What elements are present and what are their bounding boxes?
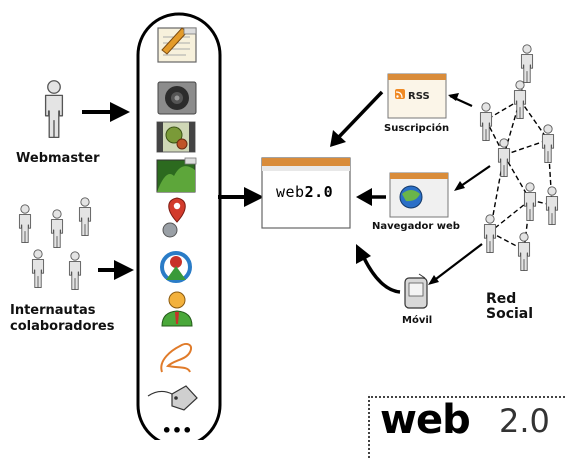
notepad-icon xyxy=(157,27,197,63)
user-avatar-icon xyxy=(161,291,193,327)
label-internautas-line2: colaboradores xyxy=(10,319,115,334)
tag-icon xyxy=(147,385,198,411)
mobile-phone-icon xyxy=(404,273,428,309)
more-dots: ••• xyxy=(162,421,193,440)
arrow-rss-to-web20 xyxy=(330,90,384,147)
web20-screen xyxy=(261,157,351,229)
webmaster-person-icon xyxy=(44,80,64,139)
arrow-webmaster-to-tools xyxy=(82,102,130,122)
label-webmaster: Webmaster xyxy=(16,151,100,166)
arrow-social-to-browser xyxy=(454,165,491,191)
label-suscripcion: Suscripción xyxy=(384,123,450,134)
blogger-pen-icon xyxy=(160,343,192,373)
web20-logo-word: web xyxy=(380,397,471,443)
label-movil: Móvil xyxy=(402,315,433,326)
arrow-browser-to-web20 xyxy=(356,188,386,206)
arrow-social-to-rss xyxy=(448,93,473,108)
arrow-mobile-to-web20 xyxy=(356,244,401,294)
arrow-social-to-mobile xyxy=(428,243,483,285)
map-pin-icon xyxy=(162,197,186,238)
photo-icon xyxy=(156,157,197,193)
web20-screen-version: 2.0 xyxy=(304,183,334,201)
arrow-tools-to-web20 xyxy=(218,187,264,207)
rss-window xyxy=(387,73,447,119)
web20-logo-version: 2.0 xyxy=(499,402,550,440)
tools-panel xyxy=(136,12,222,440)
video-film-icon xyxy=(156,121,196,153)
speaker-icon xyxy=(157,81,197,115)
social-network-graph xyxy=(479,44,559,272)
wikimedia-icon xyxy=(160,251,192,283)
label-red-social: Red Social xyxy=(486,291,534,322)
browser-window xyxy=(389,172,449,218)
web20-diagram: ••• xyxy=(18,12,559,440)
web20-logo-frame xyxy=(368,396,566,458)
arrow-internautas-to-tools xyxy=(98,260,134,280)
label-internautas-line1: Internautas xyxy=(10,303,96,318)
label-navegador-web: Navegador web xyxy=(372,221,460,232)
internautas-crowd-icon xyxy=(18,197,92,291)
web20-screen-text: web2.0 xyxy=(276,183,333,201)
rss-label: RSS xyxy=(408,91,430,102)
web20-screen-word: web xyxy=(276,183,305,201)
